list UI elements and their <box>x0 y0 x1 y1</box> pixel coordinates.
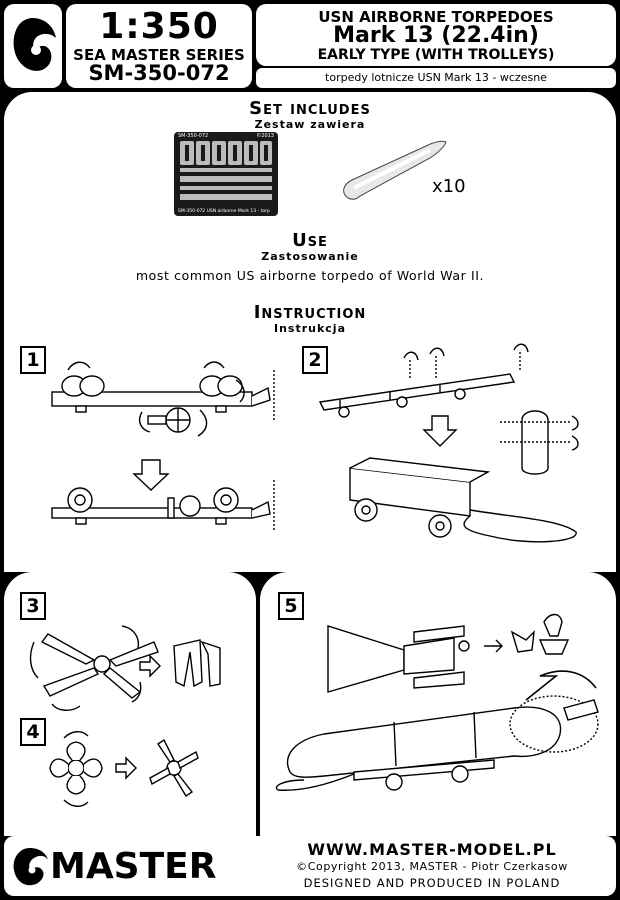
steps-3-4-section: 3 4 <box>4 572 256 836</box>
step-2-arrow-icon <box>422 415 458 447</box>
copyright-text: ©Copyright 2013, MASTER - Piotr Czerkaso… <box>296 860 568 873</box>
step-3-drawing <box>29 625 221 711</box>
step-5-section: 5 <box>260 572 616 836</box>
step-5-badge: 5 <box>278 592 304 620</box>
subtitle-polish: torpedy lotnicze USN Mark 13 - wczesne <box>325 71 547 84</box>
instruction-title-pl: Instrukcja <box>273 322 346 335</box>
designed-in-text: DESIGNED AND PRODUCED IN POLAND <box>303 876 561 890</box>
instruction-title: Instruction <box>253 302 367 323</box>
step-5-drawing <box>275 613 599 791</box>
header-series-box: 1:350 SEA MASTER SERIES SM-350-072 <box>66 4 252 88</box>
instruction-section: Instruction Instrukcja 1 2 <box>4 290 616 572</box>
title-line-2: Mark 13 (22.4in) <box>333 23 539 48</box>
use-description: most common US airborne torpedo of World… <box>135 268 485 283</box>
header-logo-box <box>4 4 62 88</box>
fret-year: ©2013 <box>256 133 274 139</box>
master-logo-icon <box>13 848 48 886</box>
set-includes-title: Set includes <box>249 98 371 119</box>
step-2-badge: 2 <box>302 346 328 374</box>
step-4-drawing <box>49 731 199 807</box>
step-2-drawing <box>318 343 579 543</box>
step-1-drawing <box>51 361 275 530</box>
fret-caption: SM-350-072 USN airborne Mark 13 - torp <box>178 209 270 214</box>
step-4-badge: 4 <box>20 718 46 746</box>
torpedo-quantity: x10 <box>432 176 466 197</box>
set-includes-title-pl: Zestaw zawiera <box>254 118 366 131</box>
scale-label: 1:350 <box>99 6 219 47</box>
use-title: Use <box>292 230 328 251</box>
brand-name: MASTER <box>50 846 217 887</box>
header-title-box: USN AIRBORNE TORPEDOES Mark 13 (22.4in) … <box>256 4 616 66</box>
footer-bar: MASTER WWW.MASTER-MODEL.PL ©Copyright 20… <box>4 836 616 896</box>
website-url[interactable]: WWW.MASTER-MODEL.PL <box>307 840 557 859</box>
master-swirl-logo-icon <box>13 18 57 71</box>
torpedo-part-drawing <box>343 140 447 200</box>
use-title-pl: Zastosowanie <box>261 250 359 263</box>
step-5-arrow-icon <box>525 670 597 701</box>
step-3-badge: 3 <box>20 592 46 620</box>
photo-etched-fret: SM-350-072 ©2013 SM-350-072 USN airborne… <box>174 132 278 216</box>
step-1-badge: 1 <box>20 346 46 374</box>
step-3-arrow-icon <box>139 654 161 678</box>
series-label: SEA MASTER SERIES <box>73 46 245 64</box>
title-line-3: EARLY TYPE (WITH TROLLEYS) <box>317 47 555 63</box>
step-4-arrow-icon <box>115 756 137 780</box>
title-line-1: USN AIRBORNE TORPEDOES <box>318 8 554 26</box>
step-1-arrow-icon <box>132 459 170 491</box>
fret-parts <box>180 141 272 200</box>
product-code: SM-350-072 <box>88 61 230 85</box>
fret-code: SM-350-072 <box>178 133 209 139</box>
header-subtitle-box: torpedy lotnicze USN Mark 13 - wczesne <box>256 68 616 88</box>
